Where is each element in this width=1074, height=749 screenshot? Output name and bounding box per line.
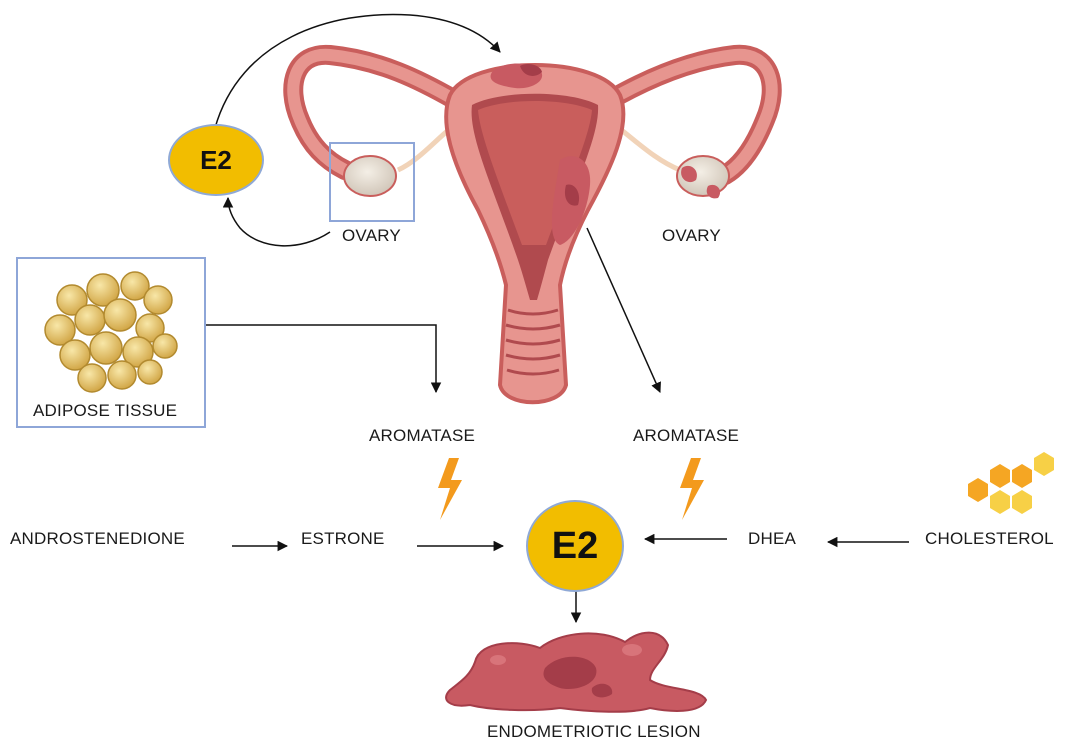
lightning-icon-left <box>438 458 462 520</box>
arrow-adipose-to-aromatase <box>205 325 436 392</box>
estrone-label: ESTRONE <box>301 529 385 549</box>
endometriotic-lesion-label: ENDOMETRIOTIC LESION <box>487 722 701 742</box>
e2-center-label: E2 <box>552 525 598 568</box>
e2-top-circle: E2 <box>168 124 264 196</box>
aromatase-left-label: AROMATASE <box>369 426 475 446</box>
cholesterol-label: CHOLESTEROL <box>925 529 1054 549</box>
cholesterol-molecule-icon <box>968 452 1054 514</box>
endometriotic-lesion-illustration <box>446 633 706 712</box>
arrow-ovary-to-e2 <box>228 198 330 246</box>
aromatase-right-label: AROMATASE <box>633 426 739 446</box>
dhea-label: DHEA <box>748 529 796 549</box>
ovary-left-label: OVARY <box>342 226 401 246</box>
ovary-right-label: OVARY <box>662 226 721 246</box>
arrow-uterus-to-aromatase <box>587 228 660 392</box>
e2-top-label: E2 <box>200 145 232 176</box>
adipose-tissue-label: ADIPOSE TISSUE <box>33 401 177 421</box>
androstenedione-label: ANDROSTENEDIONE <box>10 529 185 549</box>
e2-center-circle: E2 <box>526 500 624 592</box>
lightning-icon-right <box>680 458 704 520</box>
